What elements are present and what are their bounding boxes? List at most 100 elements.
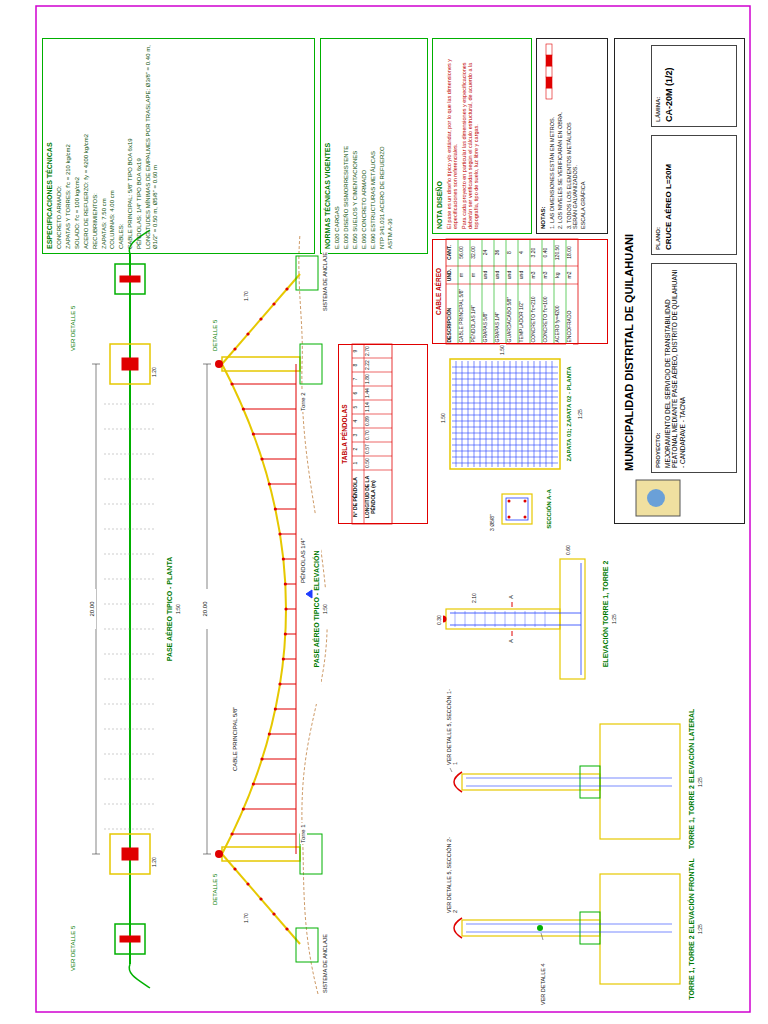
grid-line [104,454,156,455]
rebar-grid [452,409,558,410]
backstay-clamp [272,912,275,915]
drawing-label: CABLE PRINCIPAL 5/8" [232,706,239,773]
table-grid [446,284,578,285]
box-heading: PLANO: [655,140,662,250]
box-heading: TABLA PÉNDOLAS [341,347,348,521]
drawing-label: Torre 1 [300,823,307,844]
box-text: El pase es un diseño típico y/o estándar… [446,43,459,229]
rebar-grid [452,385,558,386]
box-heading: NORMAS TÉCNICAS VIGENTES [324,43,332,249]
drawing-label: SECCIÓN A-A [546,474,553,544]
stirrup [495,611,496,627]
backstay-clamp [285,927,288,930]
table-cell: GRAPAS 1/4" [495,285,501,344]
rebar-grid [546,361,547,467]
table-grid [352,456,392,457]
hanger [269,484,296,485]
rebar-grid [486,361,487,467]
table-cell: 32.00 [471,240,477,266]
scale-bar [546,44,552,55]
hanger [280,534,296,535]
grid-line [104,804,156,805]
table-grid [446,239,578,344]
cable-clamp [260,757,263,760]
drawing-label: Torre 2 [300,391,307,412]
table-grid [352,414,392,415]
saddle-plan [122,358,138,370]
drawing-label: VER DETALLE 5, SECCIÓN 2-2 [446,834,458,914]
tower-column [462,920,600,936]
rebar-grid [510,361,511,467]
cable-clamp [278,532,281,535]
hanger [232,384,296,385]
table-cell: und [519,267,525,284]
sheet-border [36,6,750,1012]
column-base [580,912,600,944]
rebar-grid [452,415,558,416]
section-mark [512,602,513,607]
rebar-grid [452,433,558,434]
cable-clamp [268,482,271,485]
table-cell: 2 [353,443,359,456]
backstay-clamp [246,332,249,335]
table-grid [446,266,578,267]
drawing-label: 20.00 [89,589,96,629]
cable-clamp [282,557,285,560]
table-cell: und [495,267,501,284]
grid-line [104,654,156,655]
rebar-dot [508,500,511,503]
cable-clamp [230,382,233,385]
table-cell: DESCRIPCIÓN [447,285,453,344]
cable-clamp [230,832,233,835]
anchor-plan [115,924,145,954]
text-box: PROYECTO:MEJORAMIENTO DEL SERVICIO DE TR… [651,263,737,473]
box-heading: PROYECTO: [655,268,662,468]
rebar [581,563,582,675]
box-text: ZAPATAS Y TORRES: f'c = 210 kg/cm2 [65,43,72,249]
grid-line [104,554,156,555]
dimension-label: 1.50 [441,412,447,424]
hanger [275,709,296,710]
table-cell: 2.22 [365,359,371,372]
box-text: CRUCE AÉREO L=20M [664,140,673,250]
box-text: ACERO DE REFUERZO: fy = 4200 kg/cm2 [83,43,90,249]
hanger [262,759,296,760]
backstay-clamp [272,302,275,305]
dimension-tick [203,854,211,855]
table-cell: 0.40 [543,240,549,266]
rebar [450,625,581,626]
dimension-tick [92,364,100,365]
table-cell: 1.44 [365,387,371,400]
grid-line [104,629,156,630]
drawing-label: VER DETALLE 5, SECCIÓN 1-1 [446,686,458,766]
drawing-label: VER DETALLE 5 [70,305,77,352]
box-text: MEJORAMIENTO DEL SERVICIO DE TRANSITABIL… [664,268,686,468]
saddle [454,772,462,792]
saddle [215,360,223,368]
dimension-label: 1.70 [244,912,250,924]
cable-clamp [278,682,281,685]
table-cell: 18.00 [567,240,573,266]
table-cell: UND. [447,267,453,284]
table-cell: ACERO fy=4200 [555,285,561,344]
detail-mark [537,925,543,931]
hanger [262,459,296,460]
table-grid [352,344,392,524]
table-cell: 8 [507,240,513,266]
dimension-label: 1:25 [698,909,704,949]
tower-column [462,774,600,790]
table-cell: m3 [531,267,537,284]
logo [636,480,680,516]
hanger [283,559,296,560]
table-cell: PÉNDOLAS 1/4" [471,285,477,344]
logo-emblem [647,489,665,507]
table-cell: 7 [353,373,359,386]
drawing-label: A [508,638,515,644]
backstay-clamp [233,867,236,870]
dimension-label: 1:25 [698,762,704,802]
table-cell: 1.80 [365,373,371,386]
cable-clamp [284,582,287,585]
box-text: ZAPATAS: 7.50 cm [101,43,108,249]
cable-clamp [284,607,287,610]
